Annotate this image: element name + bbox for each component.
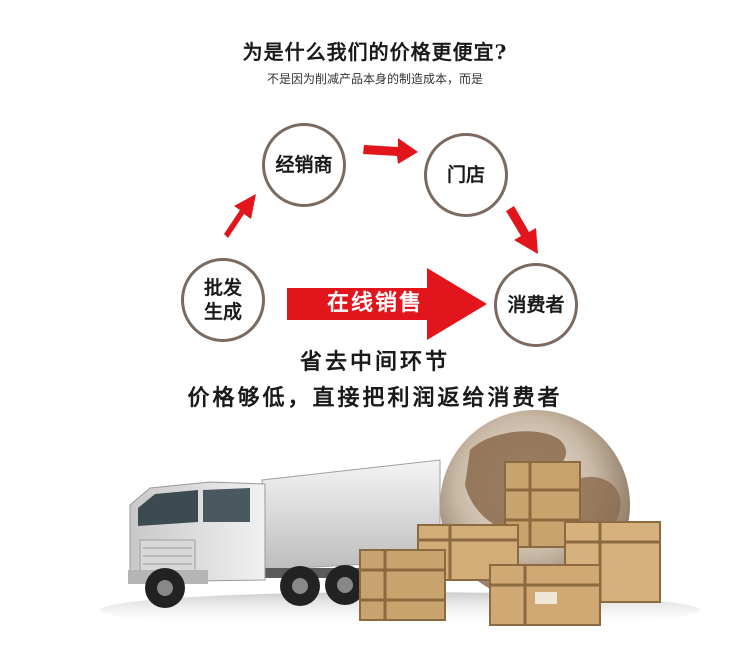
truck-icon — [128, 459, 448, 608]
maker-label-line2: 生成 — [203, 301, 242, 323]
consumer-label: 消费者 — [507, 294, 565, 316]
arrow-store-to-consumer — [506, 206, 538, 254]
dealer-label: 经销商 — [275, 154, 333, 176]
arrow-maker-to-dealer — [224, 194, 256, 238]
online-sales-label: 在线销售 — [326, 290, 423, 316]
crate-icon — [359, 461, 661, 626]
online-sales-arrow — [287, 268, 487, 340]
flow-arrows — [224, 138, 538, 254]
logistics-illustration — [100, 410, 700, 628]
slogan-line2: 价格够低，直接把利润返给消费者 — [187, 385, 563, 411]
page-title: 为是什么我们的价格更便宜? — [242, 40, 508, 64]
page-subtitle: 不是因为削减产品本身的制造成本，而是 — [266, 72, 483, 86]
store-label: 门店 — [446, 164, 485, 186]
arrow-dealer-to-store — [363, 138, 418, 164]
store-node: 门店 — [424, 133, 508, 217]
consumer-node: 消费者 — [494, 263, 578, 347]
slogan-line1: 省去中间环节 — [299, 349, 450, 375]
dealer-node: 经销商 — [262, 123, 346, 207]
maker-node: 批发 生成 — [181, 258, 265, 342]
maker-label-line1: 批发 — [203, 277, 242, 299]
